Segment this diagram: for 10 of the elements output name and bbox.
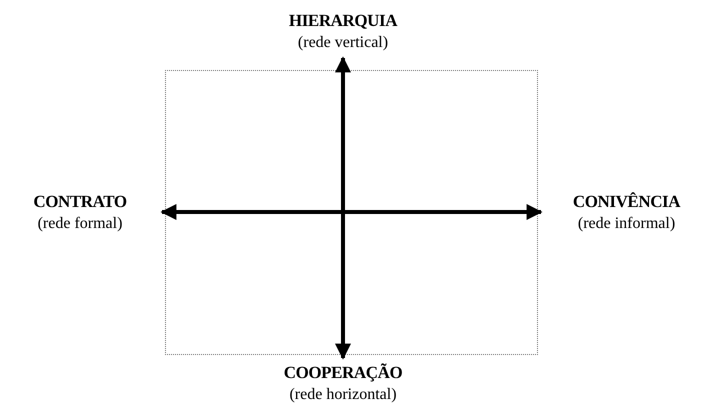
subtitle-label: (rede vertical) [298,33,388,53]
double-arrow [335,56,351,360]
double-arrow [160,204,543,220]
subtitle-label: (rede horizontal) [289,385,397,405]
heading-label: CONTRATO [33,191,127,213]
subtitle-label: (rede informal) [578,214,676,234]
heading-label: CONIVÊNCIA [572,191,680,213]
heading-label: HIERARQUIA [288,10,398,32]
heading-label: COOPERAÇÃO [284,362,402,384]
subtitle-label: (rede formal) [38,214,122,234]
